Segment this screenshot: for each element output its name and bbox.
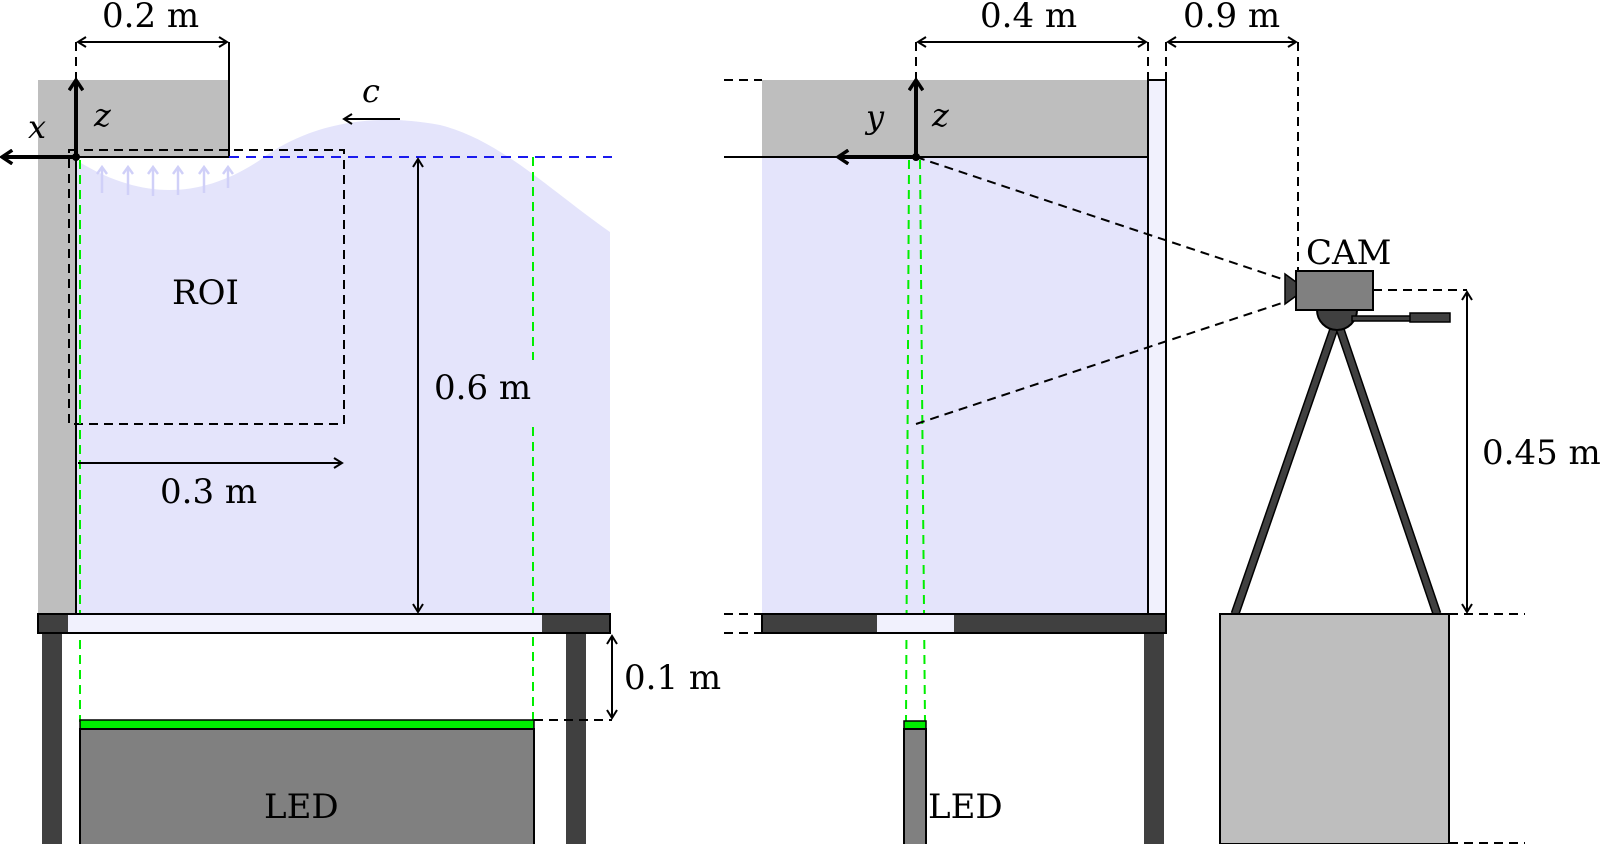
camera-label: CAM: [1306, 233, 1391, 273]
wall-width-label: 0.2 m: [102, 0, 199, 36]
water-body-right: [762, 157, 1148, 614]
y-axis-label: y: [864, 98, 885, 136]
camera-lens: [1284, 272, 1297, 306]
x-axis-label: x: [28, 108, 46, 146]
z-axis-label-left: z: [93, 96, 112, 134]
glass-floor-left: [68, 615, 542, 632]
origin-dot-left: [72, 153, 80, 161]
camera-height-label: 0.45 m: [1482, 433, 1600, 473]
camera-sight-lower: [915, 301, 1286, 425]
wavemaker-top: [76, 80, 229, 157]
camera-distance-label: 0.9 m: [1183, 0, 1280, 36]
led-label-right: LED: [928, 787, 1003, 827]
tank-width-label: 0.4 m: [980, 0, 1077, 36]
roi-box: [68, 149, 345, 425]
water-depth-label: 0.6 m: [434, 368, 531, 408]
tripod-handle-bar: [1351, 315, 1413, 322]
roi-label: ROI: [172, 273, 239, 313]
led-label-left: LED: [264, 787, 339, 827]
led-body-right: [903, 728, 927, 844]
camera-sight-upper: [915, 156, 1286, 281]
camera-body: [1295, 270, 1374, 311]
table-leg-left-2: [566, 634, 586, 844]
upwelling-arrows: [102, 168, 228, 196]
wave-speed-label: c: [362, 72, 380, 110]
roi-width-label: 0.3 m: [160, 472, 257, 512]
z-axis-label-right: z: [931, 96, 950, 134]
tripod-handle-grip: [1409, 312, 1451, 323]
led-strip-left: [79, 719, 535, 730]
led-strip-right: [903, 720, 927, 730]
led-body-left: [79, 728, 535, 844]
wavemaker-top-right: [762, 80, 1148, 157]
glass-floor-right: [877, 615, 954, 632]
camera-stand: [1219, 613, 1450, 844]
led-gap-label: 0.1 m: [624, 658, 721, 698]
water-body-left: [76, 119, 610, 615]
wavemaker-wall: [38, 80, 76, 614]
table-leg-left-1: [42, 634, 62, 844]
origin-dot-right: [912, 153, 920, 161]
left-view: ROI x z c 0.2 m 0.3 m 0.6 m LED: [2, 0, 721, 844]
right-view: y z 0.4 m 0.9 m LED CAM: [724, 0, 1600, 844]
camera-tripod: CAM: [1230, 233, 1451, 616]
tripod-head: [1315, 309, 1359, 331]
tank-floor-right: [761, 613, 1167, 634]
table-leg-right: [1144, 634, 1164, 844]
